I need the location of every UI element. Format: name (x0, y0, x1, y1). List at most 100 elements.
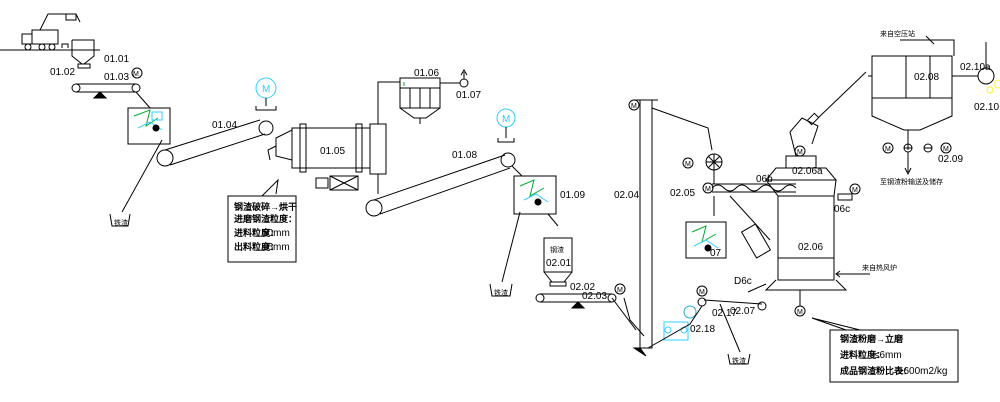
label-02-06a: 02.06a (792, 166, 823, 177)
fan-02-10 (952, 42, 1000, 94)
svg-text:M: M (133, 71, 139, 78)
bucket-elevator-02-04 (632, 99, 658, 357)
elevator-discharge (651, 107, 713, 151)
label-02-10: 02.10 (974, 102, 999, 113)
note-right-line3-value: ≥600m2/kg (898, 366, 947, 377)
fan-01-07 (440, 69, 469, 88)
note-left-line3-value: 50mm (262, 228, 290, 239)
magnetic-separator-02-18 (663, 305, 697, 341)
crusher-01-09 (511, 165, 557, 215)
label-01-04: 01.04 (212, 120, 237, 131)
label-02-08: 02.08 (914, 72, 939, 83)
belt-02-07 (703, 299, 763, 305)
label-01-08: 01.08 (452, 150, 477, 161)
mill-outlet-duct (789, 71, 867, 157)
rotary-valve (705, 153, 723, 171)
from-hot-air-furnace: 来自热风炉 (862, 263, 897, 272)
svg-text:M: M (797, 309, 803, 316)
svg-text:铁渣: 铁渣 (494, 288, 508, 297)
bin-material-label: 钢渣 (550, 245, 564, 254)
iron-slag-bin-right: 铁渣 (727, 353, 751, 365)
feed-chute (267, 145, 277, 161)
label-02-02: 02.02 (570, 282, 595, 293)
discharge-line (121, 139, 163, 213)
motor-icon: M (794, 305, 806, 317)
svg-text:M: M (943, 146, 949, 153)
motor-icon: M (849, 183, 861, 195)
dust-collector-01-06 (377, 77, 441, 124)
label-01-09: 01.09 (560, 190, 585, 201)
svg-text:M: M (502, 114, 510, 125)
motor-icon: M (696, 285, 708, 297)
motor-icon: M (614, 283, 626, 295)
svg-text:铁渣: 铁渣 (732, 356, 746, 365)
label-01-05: 01.05 (320, 146, 345, 157)
belt-conveyor-01-03 (71, 83, 141, 99)
label-02-17: 02.17 (712, 308, 737, 319)
to-storage: 至钢渣粉输送及储存 (880, 177, 943, 186)
separator-07 (685, 221, 727, 259)
burner (315, 175, 359, 191)
reject-return-line (729, 195, 771, 241)
label-02-03: 02.03 (582, 291, 607, 302)
svg-text:M: M (262, 84, 270, 95)
label-01-07: 01.07 (456, 90, 481, 101)
label-02-01: 02.01 (546, 258, 571, 269)
vertical-mill-02-06 (740, 155, 848, 291)
note-right-line3-label: 成品钢渣粉比表： (840, 365, 912, 376)
bag-filter-02-08 (868, 55, 953, 150)
label-02-09: 02.09 (938, 154, 963, 165)
label-06b: 06b (756, 174, 773, 185)
svg-text:铁渣: 铁渣 (114, 218, 128, 227)
note-left-line2: 进磨钢渣粒度： (234, 213, 297, 224)
svg-text:M: M (705, 186, 711, 193)
label-06c: 06c (834, 204, 850, 215)
motor-icon: M (702, 182, 714, 194)
note-right-line1: 钢渣粉磨→立磨 (840, 333, 904, 344)
motor-icon: M (496, 108, 516, 128)
slag-bin-02-01 (543, 237, 573, 287)
return-to-elevator (647, 305, 703, 349)
svg-text:M: M (685, 161, 691, 168)
svg-text:M: M (885, 146, 891, 153)
svg-text:M: M (631, 103, 637, 110)
label-02-05: 02.05 (670, 188, 695, 199)
motor-icon: M (794, 145, 806, 157)
label-02-18: 02.18 (690, 324, 715, 335)
belt-pulley (156, 149, 174, 167)
svg-text:M: M (699, 289, 705, 296)
note-right-line2-label: 进料粒度： (840, 349, 885, 360)
note-right-line2-value: ≤6mm (874, 350, 902, 361)
dryer-01-05 (275, 110, 387, 175)
motor-icon: M (628, 99, 640, 111)
label-d6c: D6c (734, 276, 752, 287)
iron-slag-bin-left: 铁渣 (109, 213, 131, 227)
motor-icon: M (131, 67, 143, 79)
svg-text:M: M (797, 149, 803, 156)
label-01-02: 01.02 (50, 67, 75, 78)
note-box-grinding (811, 317, 959, 383)
label-01-06: 01.06 (414, 68, 439, 79)
belt-conveyor-02-03 (535, 293, 617, 309)
screw-conveyor (711, 170, 797, 193)
belt-pulley (365, 199, 383, 217)
label-02-04: 02.04 (614, 190, 639, 201)
label-01-03: 01.03 (104, 72, 129, 83)
note-left-line4-value: ≤6mm (262, 242, 290, 253)
svg-text:M: M (617, 287, 623, 294)
svg-text:M: M (852, 187, 858, 194)
label-02-06: 02.06 (798, 242, 823, 253)
motor-icon: M (255, 77, 277, 99)
note-left-line4-label: 出料粒度： (234, 241, 279, 252)
belt-conveyor-01-04 (164, 119, 261, 151)
motor-icon: M (882, 142, 894, 154)
motor-icon: M (682, 157, 694, 169)
iron-slag-bin-mid: 铁渣 (489, 283, 513, 297)
note-left-line3-label: 进料粒度： (234, 227, 279, 238)
label-02-07: 02.07 (730, 306, 755, 317)
label-01-01: 01.01 (104, 54, 129, 65)
crusher-1 (127, 91, 171, 145)
from-air-compressor: 来自空压站 (880, 29, 915, 38)
label-02-10a: 02.10a (960, 62, 991, 73)
